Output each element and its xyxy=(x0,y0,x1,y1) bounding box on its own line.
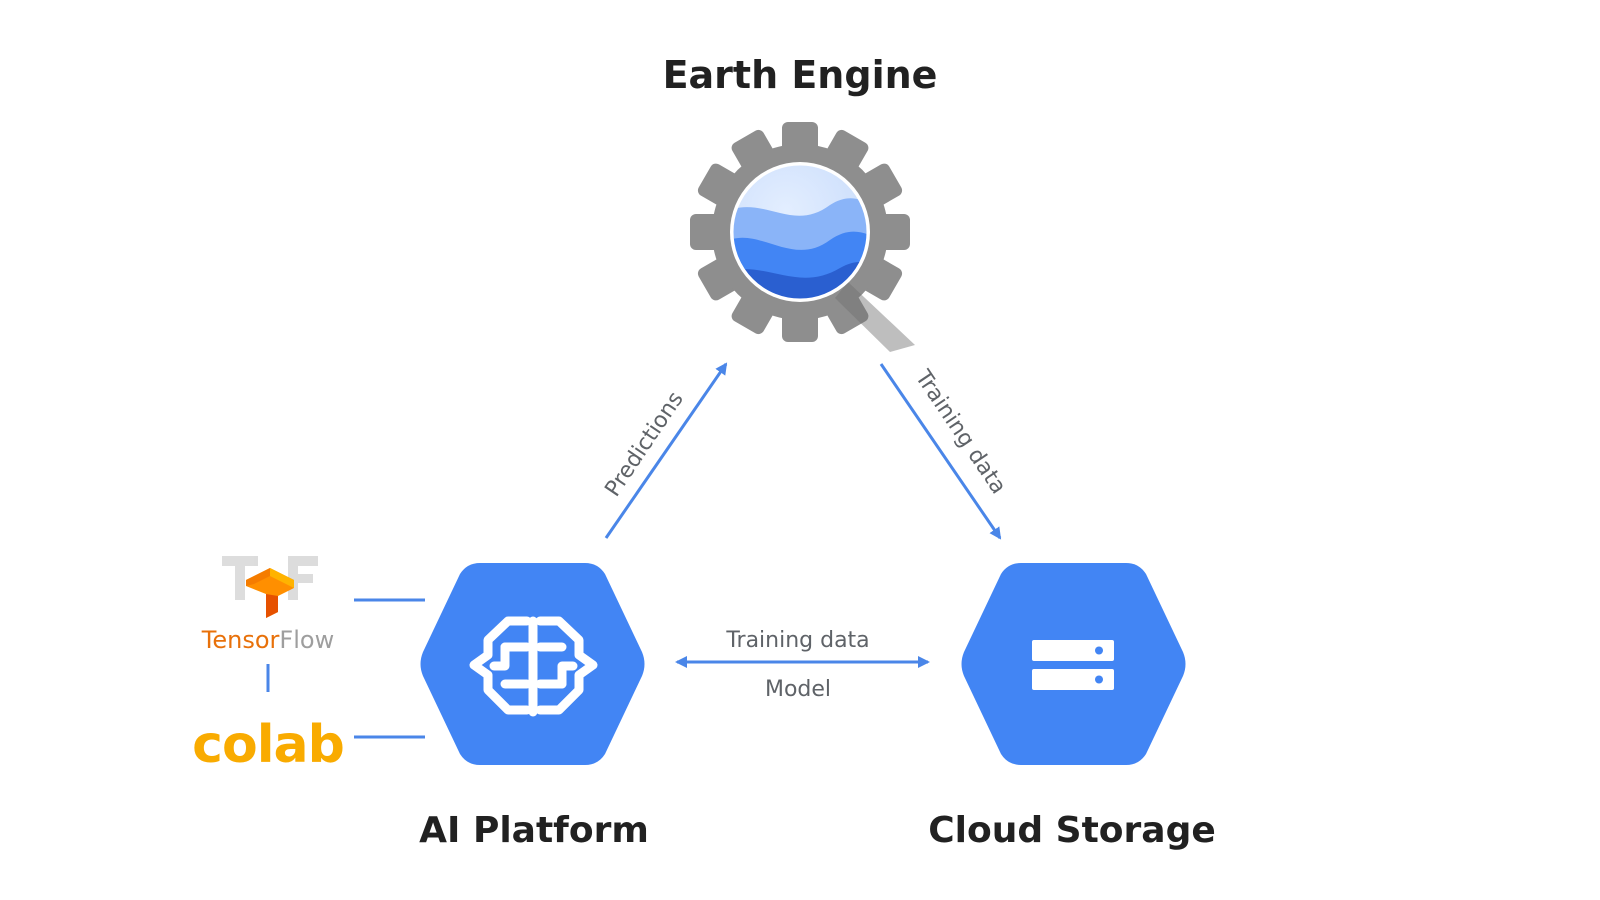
training-data-arrow-to-storage xyxy=(879,363,1002,540)
training-data-label-horizontal: Training data xyxy=(725,628,869,653)
ai-platform-title: AI Platform xyxy=(419,810,649,851)
model-label: Model xyxy=(765,677,831,702)
cloud-storage-hexagon xyxy=(961,563,1186,765)
colab-logo: colab xyxy=(192,715,344,775)
tensorflow-wordmark: TensorFlow xyxy=(201,626,334,654)
earth-engine-title: Earth Engine xyxy=(663,53,938,97)
earth-engine-icon xyxy=(690,122,915,352)
tensorflow-logo-icon xyxy=(222,556,318,618)
storage-server-icon xyxy=(1032,640,1114,690)
cloud-storage-title: Cloud Storage xyxy=(928,810,1216,851)
tensorflow-wordmark-tensor: Tensor xyxy=(201,626,280,654)
brain-icon xyxy=(469,616,598,717)
predictions-arrow xyxy=(604,362,728,539)
tensorflow-wordmark-flow: Flow xyxy=(279,626,334,654)
